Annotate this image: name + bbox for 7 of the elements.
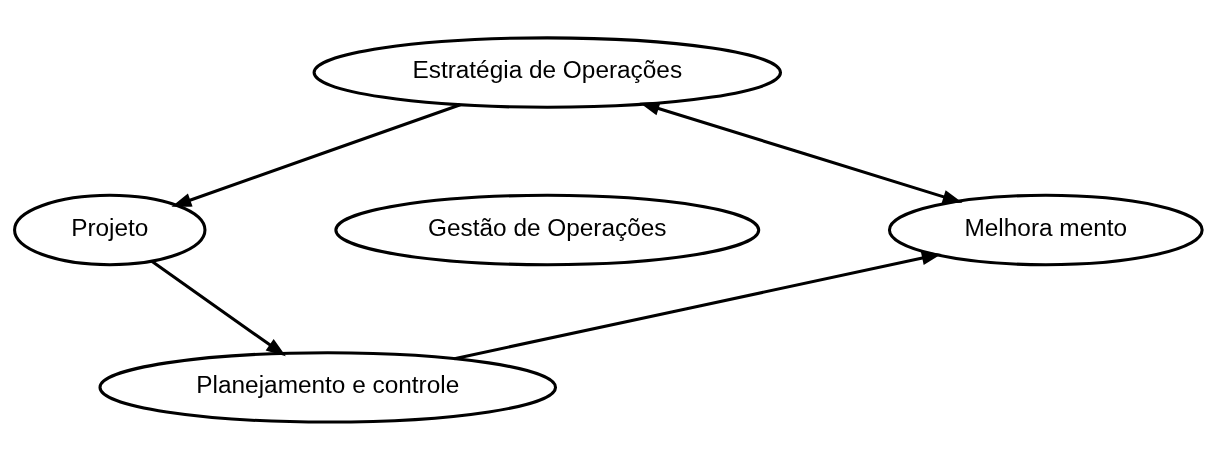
arrow bbox=[639, 101, 963, 203]
node-ellipse: Gestão de Operações bbox=[334, 193, 761, 266]
arrow bbox=[171, 102, 461, 207]
node-ellipse: Planejamento e controle bbox=[98, 350, 558, 424]
arrow bbox=[454, 250, 942, 360]
arrow bbox=[150, 259, 286, 356]
node-ellipse: Estratégia de Operações bbox=[312, 35, 782, 109]
